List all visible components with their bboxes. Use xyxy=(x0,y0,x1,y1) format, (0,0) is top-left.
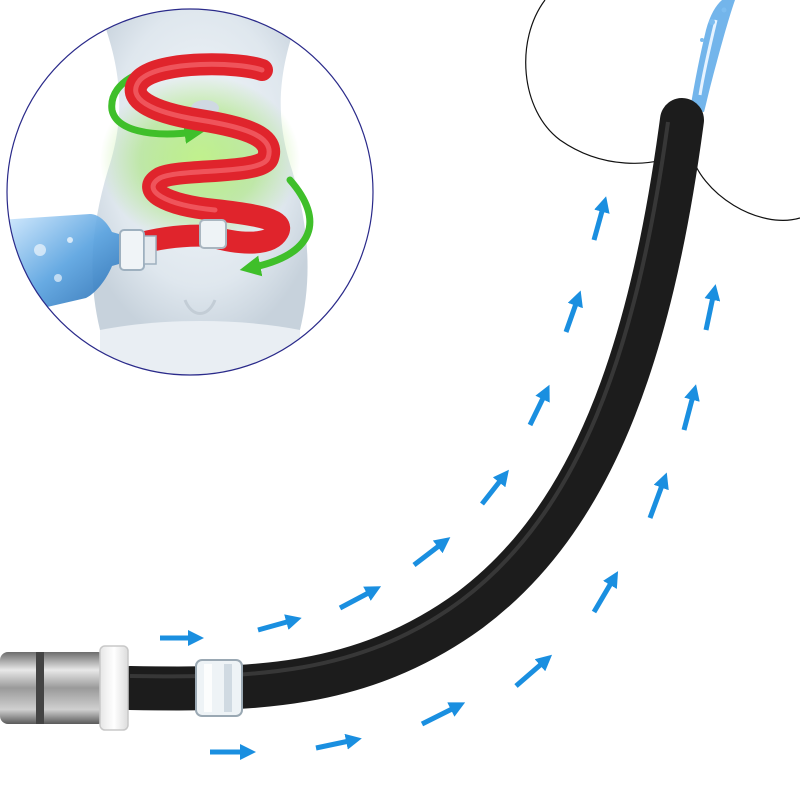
blue-flow-arrow-icon xyxy=(591,571,619,614)
torso-inset xyxy=(6,8,374,376)
blue-flow-arrow-icon xyxy=(412,537,451,567)
blue-flow-arrow-icon xyxy=(315,733,362,751)
blue-flow-arrow-icon xyxy=(257,614,302,633)
blue-flow-arrow-icon xyxy=(703,284,721,331)
chrome-connector-icon xyxy=(0,645,129,731)
water-spray-icon xyxy=(690,0,735,112)
blue-flow-arrow-icon xyxy=(681,384,700,431)
blue-flow-arrow-icon xyxy=(563,290,583,333)
blue-flow-arrow-icon xyxy=(527,384,550,427)
black-hose-icon xyxy=(108,98,704,711)
blue-flow-arrow-icon xyxy=(480,469,509,506)
blue-flow-arrow-icon xyxy=(514,654,553,688)
blue-flow-arrows xyxy=(160,196,721,761)
blue-flow-arrow-icon xyxy=(338,586,382,611)
blue-flow-arrow-icon xyxy=(647,472,669,519)
clear-coupler-icon xyxy=(195,659,243,717)
small-coupler-icon xyxy=(199,219,227,249)
blue-flow-arrow-icon xyxy=(420,702,466,727)
blue-flow-arrow-icon xyxy=(591,196,610,241)
green-flow-arrow-icon xyxy=(239,176,314,277)
